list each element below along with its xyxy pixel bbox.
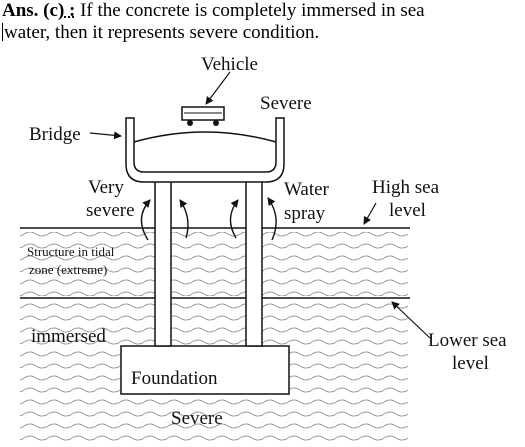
lower-sea-level-label-line1: Lower sea	[428, 330, 507, 351]
very-severe-label-line2: severe	[86, 200, 135, 221]
water-spray-label-line1: Water	[284, 179, 330, 200]
spray-arrow-left-outer	[140, 199, 151, 241]
vehicle-wheel-right	[213, 120, 219, 126]
bridge-deck	[125, 117, 285, 183]
high-sea-level-label-line1: High sea	[372, 177, 440, 198]
right-pier	[245, 179, 263, 347]
tidal-zone-label-line2: zone (extreme)	[29, 262, 107, 277]
severe-bottom-label: Severe	[171, 408, 223, 429]
answer-line-2-text: water, then it represents severe conditi…	[4, 22, 320, 43]
vehicle-arrow	[205, 71, 231, 105]
foundation-block	[120, 345, 290, 395]
answer-line-1-text: If the concrete is completely immersed i…	[75, 0, 425, 21]
text-cursor	[2, 23, 3, 41]
vehicle-wheel-left	[187, 120, 193, 126]
bridge-arrow	[89, 131, 122, 140]
vehicle-label: Vehicle	[201, 54, 258, 75]
left-pier	[154, 179, 172, 347]
answer-text: Ans. (c) : If the concrete is completely…	[2, 0, 522, 44]
very-severe-label-line1: Very	[88, 177, 124, 198]
answer-line-1: Ans. (c) : If the concrete is completely…	[2, 0, 522, 22]
high-sea-level-label-line2: level	[389, 200, 426, 221]
spray-arrow-right-inner	[229, 199, 239, 239]
tidal-zone-label-line1: Structure in tidal	[27, 244, 115, 259]
answer-line-2: water, then it represents severe conditi…	[2, 22, 522, 44]
bridge-road-surface	[133, 131, 277, 143]
answer-label: Ans. (c)	[2, 0, 65, 21]
high-sea-level-arrow	[363, 202, 377, 225]
lower-sea-level-label-line2: level	[452, 353, 489, 374]
foundation-label: Foundation	[131, 368, 218, 389]
spray-arrow-left-inner	[179, 199, 189, 239]
sea-water-tidal	[20, 232, 408, 296]
severe-top-label: Severe	[260, 93, 312, 114]
immersed-label: immersed	[31, 326, 106, 347]
spray-arrow-right-outer	[267, 197, 277, 241]
answer-separator: :	[64, 0, 76, 21]
water-spray-label-line2: spray	[284, 203, 326, 224]
bridge-label: Bridge	[29, 124, 81, 145]
lower-sea-level-arrow	[391, 301, 431, 339]
